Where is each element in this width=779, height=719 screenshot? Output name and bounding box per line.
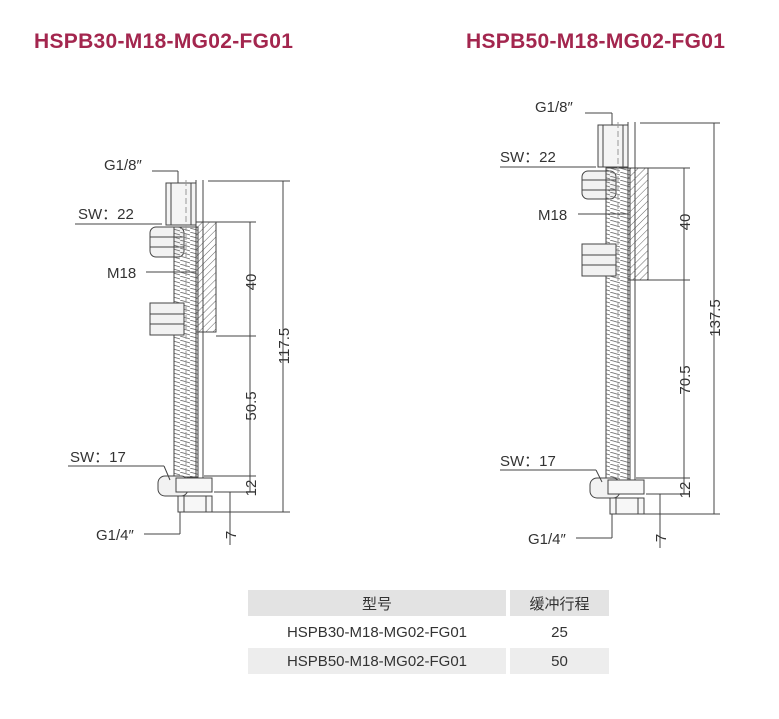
table-cell-stroke: 25 [551,623,568,641]
table-cell-model: HSPB30-M18-MG02-FG01 [286,623,468,641]
table-row: HSPB50-M18-MG02-FG01 50 [248,648,609,674]
label-top-thread-left: G1/8″ [104,157,143,174]
label-body-thread-left: M18 [107,265,136,282]
model-title-right: HSPB50-M18-MG02-FG01 [466,30,726,53]
lower-nut [581,243,617,277]
label-bottom-wrench-right: SW：17 [500,453,556,470]
table-header-stroke: 缓冲行程 [510,590,609,616]
buffer-drawing-left [68,170,290,545]
table-header-row: 型号 缓冲行程 [248,590,609,616]
dim-bottom-left: 7 [223,531,240,539]
table-header-model: 型号 [248,590,506,616]
spec-table: 型号 缓冲行程 HSPB30-M18-MG02-FG01 25 HSPB50-M… [248,587,609,677]
label-bottom-wrench-left: SW：17 [70,449,126,466]
bottom-fitting [609,497,645,515]
label-top-thread-right: G1/8″ [535,99,574,116]
dim-bottom-right: 7 [653,534,670,542]
buffer-drawing-right [500,112,720,548]
table-row: HSPB30-M18-MG02-FG01 25 [248,619,609,645]
lower-nut [149,302,185,336]
bottom-fitting [177,495,213,513]
label-bottom-thread-left: G1/4″ [96,527,135,544]
technical-drawings: G1/8″ SW：22 M18 SW：17 G1/4″ 40 50.5 12 7… [68,99,724,548]
dim-lower-left: 12 [243,480,260,497]
dim-upper-right: 40 [677,214,694,231]
dim-lower-right: 12 [677,482,694,499]
label-bottom-thread-right: G1/4″ [528,531,567,548]
dim-middle-left: 50.5 [243,391,260,420]
label-top-wrench-right: SW：22 [500,149,556,166]
body-section [195,221,217,333]
table-cell-model: HSPB50-M18-MG02-FG01 [248,648,506,674]
dim-total-left: 117.5 [276,328,293,364]
label-top-wrench-left: SW：22 [78,206,134,223]
dim-total-right: 137.5 [707,299,724,337]
dim-middle-right: 70.5 [677,365,694,394]
body-section [627,167,649,281]
model-title-left: HSPB30-M18-MG02-FG01 [34,30,294,53]
label-body-thread-right: M18 [538,207,567,224]
dim-upper-left: 40 [243,274,260,291]
table-cell-stroke: 50 [510,648,609,674]
